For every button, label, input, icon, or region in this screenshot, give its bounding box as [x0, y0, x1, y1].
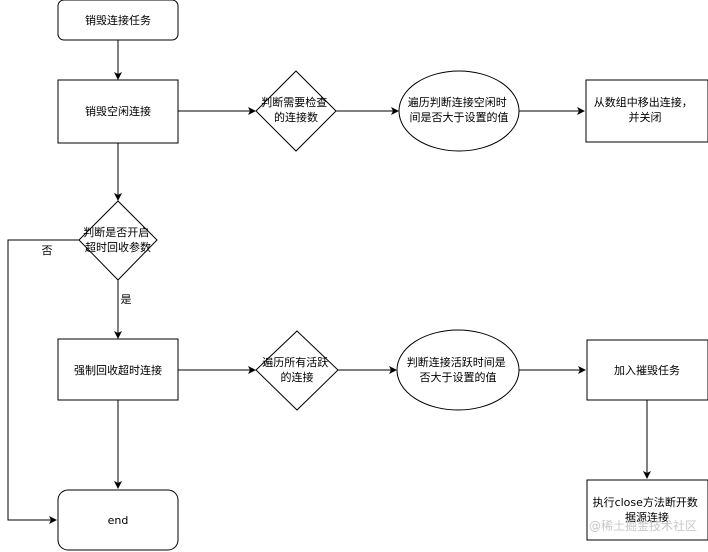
- label-traverse-idle: 遍历判断连接空闲时 间是否大于设置的值: [408, 95, 511, 124]
- label-end: end: [108, 514, 129, 527]
- edge-label-no: 否: [42, 244, 53, 257]
- node-add-destroy-task: 加入摧毁任务: [586, 339, 708, 401]
- label-destroy-idle: 销毁空闲连接: [85, 104, 151, 118]
- node-traverse-idle: 遍历判断连接空闲时 间是否大于设置的值: [398, 70, 520, 152]
- edge-timeout-no: [7, 239, 80, 524]
- node-force-reclaim: 强制回收超时连接: [57, 338, 179, 401]
- node-check-need-inspect: 判断需要检查 的连接数: [255, 70, 337, 152]
- label-execute-close: 执行close方法断开数 据源连接: [593, 495, 702, 524]
- node-remove-close: 从数组中移出连接， 并关闭: [585, 79, 708, 143]
- label-check-active-time: 判断连接活跃时间是 否大于设置的值: [407, 355, 510, 384]
- label-check-need-inspect: 判断需要检查 的连接数: [261, 95, 331, 124]
- node-end: end: [57, 489, 179, 551]
- node-execute-close: 执行close方法断开数 据源连接: [586, 479, 708, 541]
- label-check-timeout-enabled: 判断是否开启 超时回收参数: [83, 225, 153, 254]
- edges: [7, 40, 651, 524]
- label-destroy-task: 销毁连接任务: [85, 13, 151, 27]
- watermark: @稀土掘金技术社区: [589, 518, 697, 533]
- label-add-destroy-task: 加入摧毁任务: [614, 363, 680, 377]
- node-destroy-idle: 销毁空闲连接: [57, 79, 179, 144]
- node-check-timeout-enabled: 判断是否开启 超时回收参数: [78, 200, 158, 281]
- node-destroy-task: 销毁连接任务: [57, 0, 179, 41]
- node-traverse-active: 遍历所有活跃 的连接: [255, 330, 339, 411]
- label-traverse-active: 遍历所有活跃 的连接: [262, 355, 332, 384]
- label-remove-close: 从数组中移出连接， 并关闭: [594, 95, 697, 124]
- edge-label-yes: 是: [121, 293, 132, 306]
- node-check-active-time: 判断连接活跃时间是 否大于设置的值: [396, 329, 520, 411]
- label-force-reclaim: 强制回收超时连接: [74, 363, 162, 377]
